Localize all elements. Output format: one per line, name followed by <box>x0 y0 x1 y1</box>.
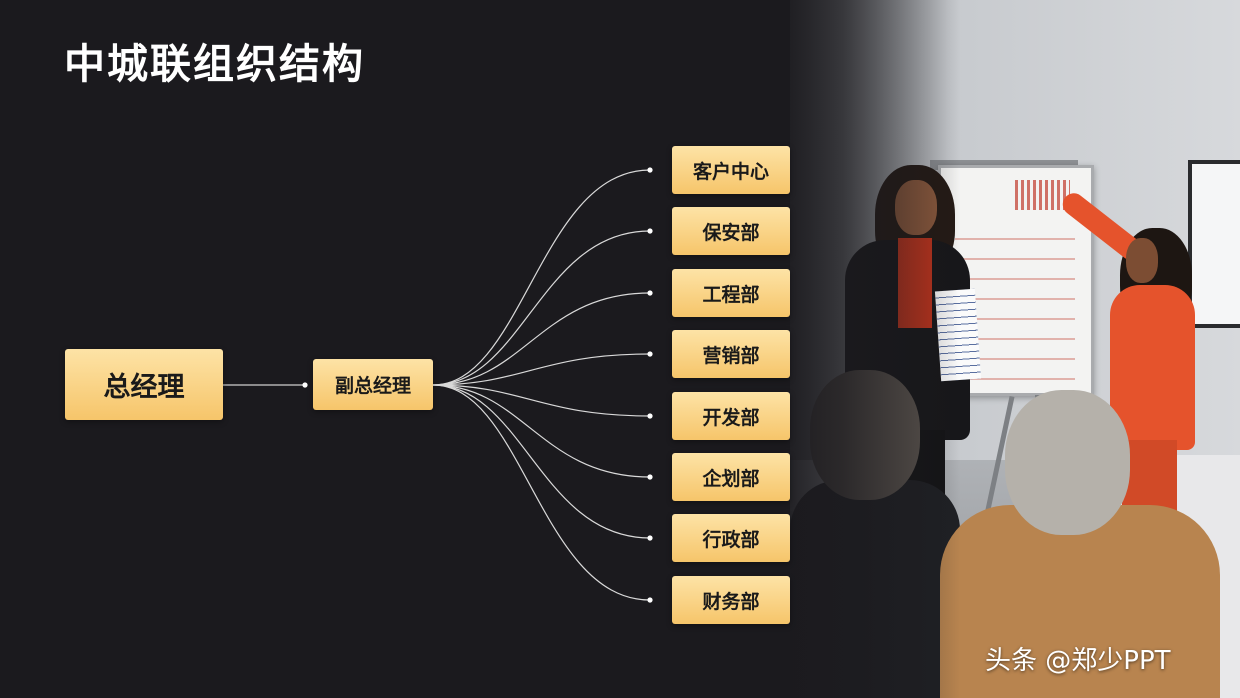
connector-dot <box>647 290 653 296</box>
branch-connectors <box>432 167 653 603</box>
department-box: 行政部 <box>672 514 790 562</box>
department-box: 保安部 <box>672 207 790 255</box>
photo-speaker-face <box>1126 238 1158 283</box>
deputy-manager-box: 副总经理 <box>313 359 433 410</box>
department-box: 工程部 <box>672 269 790 317</box>
connector-dot <box>647 474 653 480</box>
photo-speaker-body <box>1110 285 1195 450</box>
department-box: 客户中心 <box>672 146 790 194</box>
department-box: 开发部 <box>672 392 790 440</box>
photo-wall-screen <box>1188 160 1240 328</box>
department-box: 营销部 <box>672 330 790 378</box>
connector-dot <box>302 382 308 388</box>
connector-dot <box>647 351 653 357</box>
branch-line <box>432 292 651 386</box>
branch-line <box>432 384 651 601</box>
department-box: 企划部 <box>672 453 790 501</box>
branch-line <box>432 384 651 417</box>
branch-line <box>432 384 651 478</box>
watermark: 头条 @郑少PPT <box>985 646 1171 676</box>
branch-line <box>432 353 651 386</box>
photo-audience-body <box>940 505 1220 698</box>
connector-dot <box>647 167 653 173</box>
general-manager-box: 总经理 <box>65 349 223 420</box>
branch-line <box>432 384 651 539</box>
photo-audience-head <box>1005 390 1130 535</box>
page-title: 中城联组织结构 <box>64 40 365 88</box>
branch-line <box>432 169 651 386</box>
connector-dot <box>647 228 653 234</box>
connector-dot <box>647 535 653 541</box>
connector-dot <box>647 597 653 603</box>
department-box: 财务部 <box>672 576 790 624</box>
photo-board-chart <box>1015 180 1070 210</box>
connector-dot <box>647 413 653 419</box>
branch-line <box>432 230 651 386</box>
